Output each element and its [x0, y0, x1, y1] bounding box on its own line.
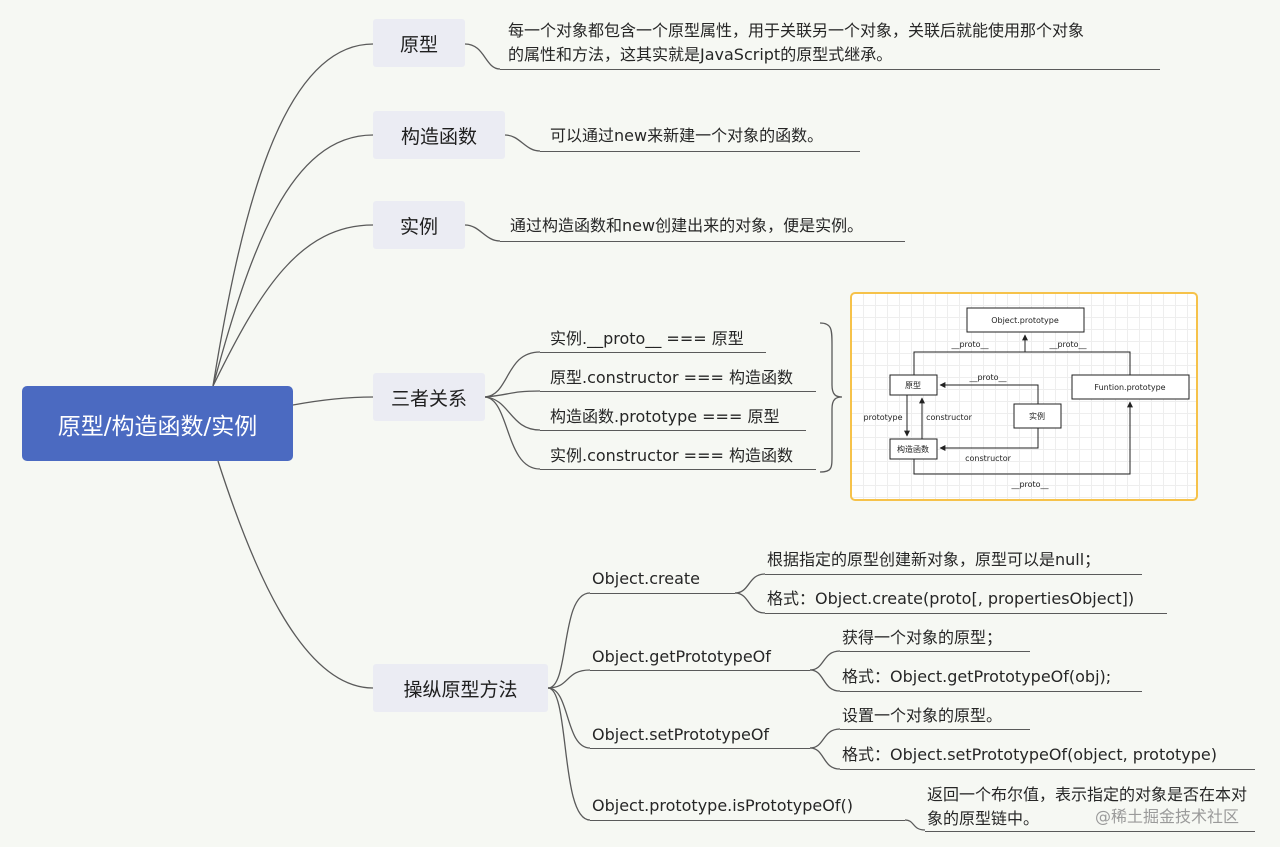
diagram-label-proto-bottom: __proto__	[1010, 480, 1049, 489]
diagram-label-constructor-instance: constructor	[965, 454, 1011, 463]
branch-instance[interactable]: 实例	[373, 201, 465, 249]
diagram-text-instance: 实例	[1029, 411, 1045, 421]
diagram-label-constructor-edge: constructor	[926, 413, 972, 422]
diagram-label-proto-instance: __proto__	[968, 373, 1007, 382]
method-get-detail-1-underline	[840, 651, 1030, 652]
link-root-prototype	[212, 43, 374, 387]
branch-prototype[interactable]: 原型	[373, 19, 465, 67]
link-prototype-desc	[464, 43, 501, 70]
branch-constructor-label: 构造函数	[400, 125, 477, 148]
branch-constructor[interactable]: 构造函数	[373, 111, 505, 159]
relation-item-3: 构造函数.prototype === 原型	[550, 407, 780, 426]
diagram-text-prototype: 原型	[905, 381, 921, 390]
method-create-detail-2: 格式：Object.create(proto[, propertiesObjec…	[767, 589, 1135, 608]
method-is-name: Object.prototype.isPrototypeOf()	[592, 796, 853, 815]
relation-brace	[819, 322, 843, 473]
link-create-d2	[734, 592, 766, 614]
link-root-constructor	[212, 134, 374, 387]
branch-prototype-label: 原型	[399, 33, 438, 56]
prototype-desc-line1: 每一个对象都包含一个原型属性，用于关联另一个对象，关联后就能使用那个对象	[508, 21, 1085, 40]
link-methods-is	[547, 687, 591, 821]
link-get-d2	[809, 669, 841, 692]
method-get-detail-2: 格式：Object.getPrototypeOf(obj);	[842, 667, 1112, 686]
diagram-svg: Object.prototype 原型 Funtion.prototype 实例…	[864, 307, 1190, 489]
prototype-relation-diagram: Object.prototype 原型 Funtion.prototype 实例…	[850, 292, 1198, 501]
diagram-label-proto-right: __proto__	[1048, 340, 1087, 349]
link-relation-item3	[484, 396, 541, 431]
diagram-text-object-prototype: Object.prototype	[991, 316, 1059, 325]
link-is-d1	[904, 819, 926, 831]
branch-methods[interactable]: 操纵原型方法	[373, 664, 548, 712]
relation-item-4-underline	[540, 469, 816, 470]
relation-item-2: 原型.constructor === 构造函数	[550, 368, 793, 387]
link-methods-get	[547, 669, 591, 689]
link-instance-desc	[464, 224, 501, 242]
constructor-desc: 可以通过new来新建一个对象的函数。	[550, 126, 824, 145]
method-get-detail-2-underline	[840, 691, 1142, 692]
method-set-underline	[590, 748, 810, 749]
method-set-name: Object.setPrototypeOf	[592, 725, 770, 744]
method-is-detail-1-underline	[925, 831, 1255, 832]
link-set-d2	[809, 747, 841, 770]
method-get-underline	[590, 670, 810, 671]
diagram-node-instance	[1013, 403, 1062, 429]
method-is-underline	[590, 820, 905, 821]
relation-item-1-underline	[540, 352, 766, 353]
link-root-relation	[292, 396, 374, 406]
instance-desc: 通过构造函数和new创建出来的对象，便是实例。	[510, 216, 864, 235]
watermark: @稀土掘金技术社区	[1095, 807, 1240, 826]
prototype-underline	[500, 69, 1160, 70]
relation-item-1: 实例.__proto__ === 原型	[550, 329, 744, 348]
method-set-detail-1-underline	[840, 729, 1030, 730]
link-relation-item4	[484, 396, 541, 470]
link-methods-set	[547, 687, 591, 749]
link-root-methods	[217, 460, 374, 689]
root-node[interactable]: 原型/构造函数/实例	[22, 386, 293, 461]
branch-relation-label: 三者关系	[390, 387, 467, 410]
link-methods-create	[547, 592, 591, 689]
method-create-detail-1-underline	[765, 574, 1142, 575]
relation-item-4: 实例.constructor === 构造函数	[550, 446, 793, 465]
diagram-label-prototype-edge: prototype	[864, 413, 903, 422]
diagram-text-constructor: 构造函数	[897, 444, 929, 454]
instance-underline	[500, 241, 905, 242]
link-create-d1	[734, 573, 766, 594]
method-get-name: Object.getPrototypeOf	[592, 647, 771, 666]
link-relation-item2	[484, 390, 541, 398]
diagram-node-function-prototype	[1071, 374, 1190, 400]
diagram-node-object-prototype	[966, 307, 1085, 333]
link-set-d1	[809, 728, 841, 749]
branch-relation[interactable]: 三者关系	[373, 373, 485, 421]
relation-item-3-underline	[540, 430, 806, 431]
diagram-text-function-prototype: Funtion.prototype	[1094, 383, 1165, 392]
link-root-instance	[212, 224, 374, 387]
link-relation-item1	[484, 351, 541, 398]
method-set-detail-2: 格式：Object.setPrototypeOf(object, prototy…	[842, 745, 1218, 764]
method-create-underline	[590, 593, 735, 594]
method-set-detail-1: 设置一个对象的原型。	[842, 706, 1003, 725]
method-get-detail-1: 获得一个对象的原型；	[842, 628, 1003, 647]
link-constructor-desc	[504, 134, 541, 152]
link-get-d1	[809, 650, 841, 671]
diagram-label-proto-left: __proto__	[950, 340, 989, 349]
method-set-detail-2-underline	[840, 769, 1255, 770]
method-is-detail-1: 返回一个布尔值，表示指定的对象是否在本对象的原型链中。	[927, 785, 1248, 828]
relation-item-2-underline	[540, 391, 816, 392]
branch-instance-label: 实例	[399, 215, 438, 238]
prototype-desc-line2: 的属性和方法，这其实就是JavaScript的原型式继承。	[508, 45, 893, 64]
root-label: 原型/构造函数/实例	[57, 413, 258, 440]
method-create-detail-1: 根据指定的原型创建新对象，原型可以是null；	[767, 550, 1101, 569]
method-create-name: Object.create	[592, 569, 700, 588]
method-create-detail-2-underline	[765, 613, 1167, 614]
constructor-underline	[540, 151, 860, 152]
branch-methods-label: 操纵原型方法	[403, 678, 518, 701]
